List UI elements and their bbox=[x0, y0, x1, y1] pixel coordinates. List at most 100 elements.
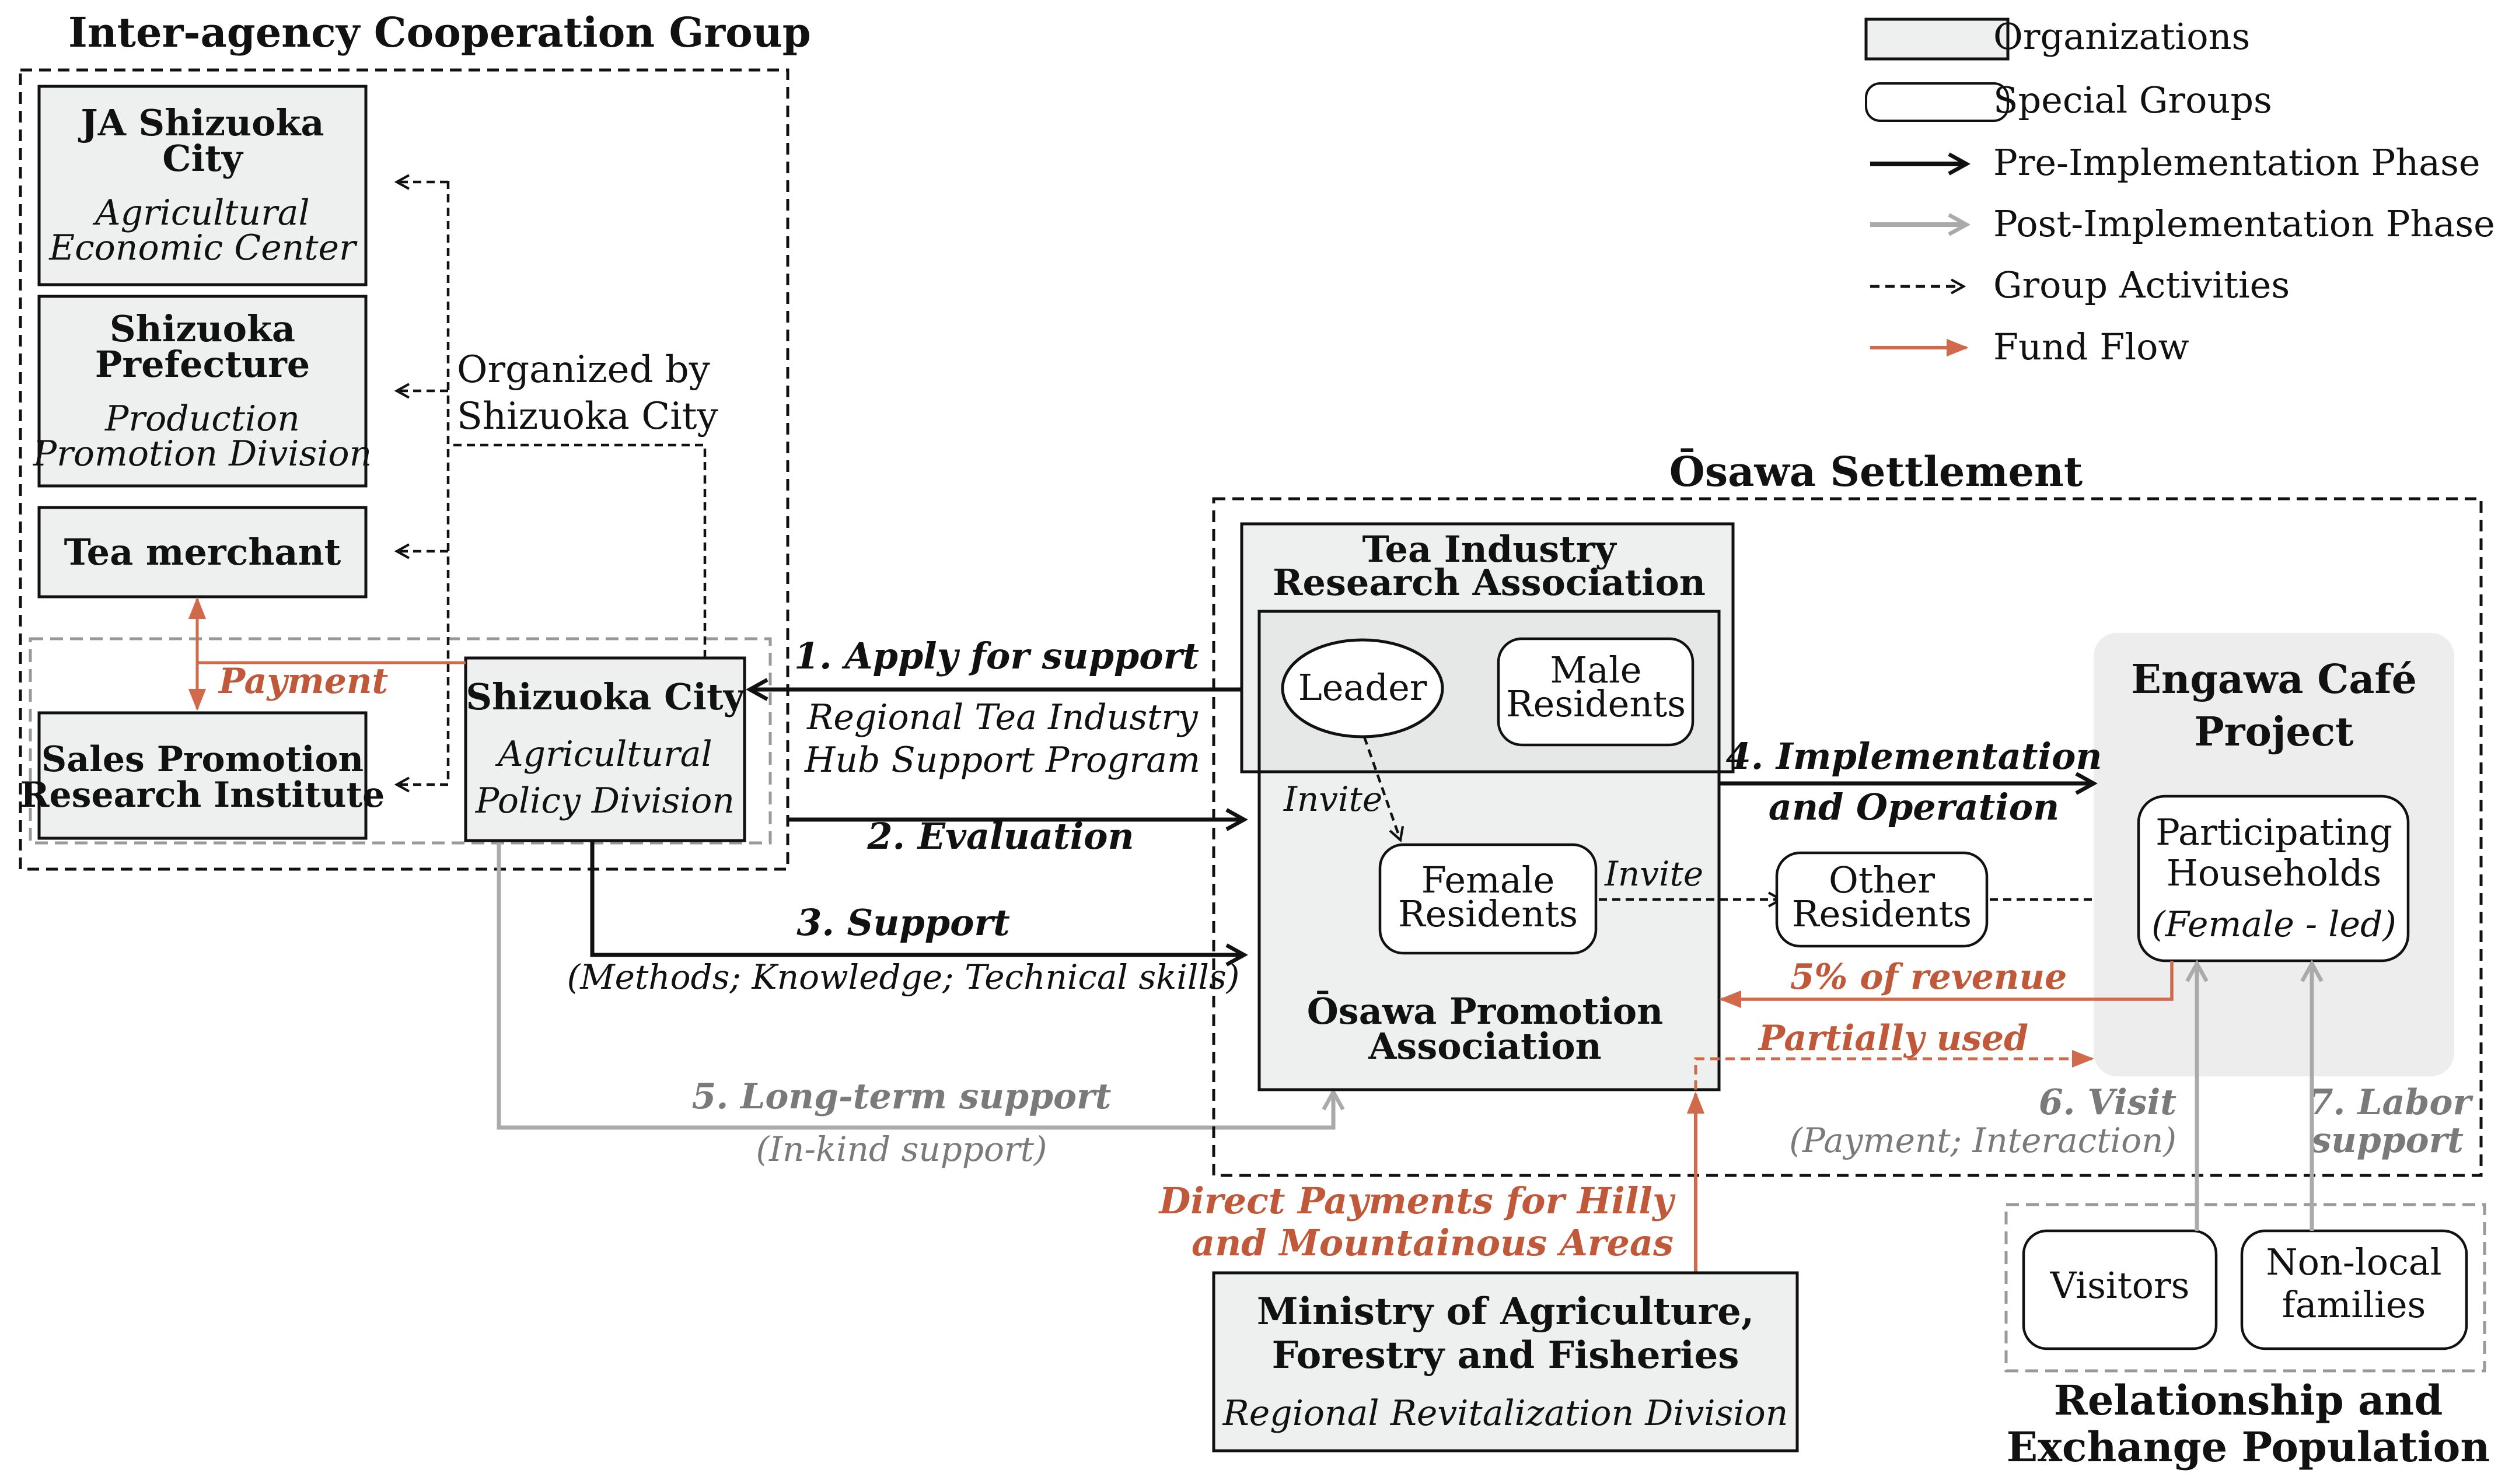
long-term-support-label: 5. Long-term support bbox=[692, 1076, 1112, 1117]
support-arrow bbox=[590, 841, 1244, 955]
shizuoka-city-name: Shizuoka City bbox=[466, 676, 745, 718]
legend-organizations-swatch bbox=[1864, 18, 2010, 61]
non-local-families-line1: Non-local bbox=[2266, 1241, 2441, 1283]
labor-support-line1: 7. Labor bbox=[2309, 1082, 2474, 1123]
opa-line2: Association bbox=[1368, 1025, 1601, 1068]
osawa-settlement-title: Ōsawa Settlement bbox=[1669, 447, 2083, 496]
apply-support-label: 1. Apply for support bbox=[794, 635, 1199, 677]
organized-connector-path bbox=[448, 443, 707, 658]
female-residents-line1: Female bbox=[1421, 859, 1555, 901]
relationship-group-border bbox=[2004, 1203, 2486, 1373]
engawa-cafe-title-line2: Project bbox=[2195, 709, 2354, 755]
payment-group-border bbox=[29, 637, 772, 845]
ministry-division: Regional Revitalization Division bbox=[1222, 1393, 1788, 1434]
participating-households-box bbox=[2137, 794, 2410, 963]
osawa-settlement-border bbox=[1212, 497, 2483, 1177]
interagency-title: Inter-agency Cooperation Group bbox=[68, 8, 811, 57]
tea-merchant-box bbox=[37, 506, 368, 598]
support-label: 3. Support bbox=[796, 901, 1010, 944]
female-invite-label: Invite bbox=[1604, 854, 1703, 894]
non-local-families-box bbox=[2240, 1229, 2468, 1350]
shizuoka-city-sub-line2: Policy Division bbox=[475, 780, 735, 821]
revenue-fund-arrow bbox=[1719, 961, 2174, 1009]
visitors-box bbox=[2022, 1229, 2218, 1350]
leader-label: Leader bbox=[1298, 666, 1427, 709]
leader-ellipse bbox=[1281, 638, 1444, 738]
shizuoka-city-sub-line1: Agricultural bbox=[495, 734, 712, 775]
relationship-title-line2: Exchange Population bbox=[2007, 1423, 2490, 1471]
legend-special-groups-swatch bbox=[1865, 82, 2009, 122]
ja-shizuoka-name-line1: JA Shizuoka bbox=[78, 102, 324, 144]
hub-program-line2: Hub Support Program bbox=[804, 740, 1200, 780]
prefecture-name-line2: Prefecture bbox=[95, 343, 310, 386]
ministry-group: Direct Payments for Hilly and Mountainou… bbox=[1158, 1091, 1799, 1452]
male-residents-line1: Male bbox=[1550, 649, 1642, 691]
direct-payments-line1: Direct Payments for Hilly bbox=[1158, 1180, 1676, 1222]
direct-payments-line2: and Mountainous Areas bbox=[1192, 1222, 1674, 1264]
opa-line1: Ōsawa Promotion bbox=[1307, 990, 1663, 1032]
participating-households-line2: Households bbox=[2167, 852, 2381, 894]
relationship-group: Visitors Non-local families Relationship… bbox=[2004, 964, 2490, 1471]
other-residents-box bbox=[1775, 851, 1989, 948]
osawa-settlement: Ōsawa Settlement Tea Industry Research A… bbox=[1212, 447, 2483, 1177]
ja-shizuoka-name-line2: City bbox=[162, 137, 244, 180]
leader-invite-label: Invite bbox=[1283, 779, 1382, 819]
tira-line2: Research Association bbox=[1273, 561, 1706, 604]
relationship-title-line1: Relationship and bbox=[2054, 1376, 2443, 1424]
organized-by-line1: Organized by bbox=[457, 348, 710, 391]
organized-by-connectors bbox=[394, 174, 707, 793]
visit-label: 6. Visit bbox=[2039, 1082, 2176, 1123]
payment-label: Payment bbox=[218, 661, 389, 702]
in-kind-support-label: (In-kind support) bbox=[756, 1129, 1047, 1169]
male-residents-box bbox=[1497, 637, 1695, 747]
ja-shizuoka-sub-line2: Economic Center bbox=[48, 228, 358, 268]
tea-merchant-label: Tea merchant bbox=[64, 531, 341, 573]
ja-shizuoka-sub-line1: Agricultural bbox=[92, 192, 309, 233]
female-residents-box bbox=[1378, 843, 1598, 955]
long-term-support-arrow bbox=[497, 843, 1333, 1130]
hub-program-line1: Regional Tea Industry bbox=[806, 697, 1199, 738]
labor-support-line2: support bbox=[2311, 1120, 2464, 1161]
tira-line1: Tea Industry bbox=[1362, 528, 1617, 570]
prefecture-name-line1: Shizuoka bbox=[110, 307, 295, 350]
visit-details: (Payment; Interaction) bbox=[1789, 1121, 2176, 1160]
prefecture-sub-line1: Production bbox=[104, 398, 300, 439]
interagency-group-border bbox=[19, 68, 789, 871]
legend: Organizations Special Groups Pre-Impleme… bbox=[1864, 15, 2495, 368]
implementation-label-line2: and Operation bbox=[1769, 786, 2059, 828]
ministry-line2: Forestry and Fisheries bbox=[1272, 1334, 1739, 1377]
prefecture-sub-line2: Promotion Division bbox=[33, 433, 372, 474]
participating-households-line3: (Female - led) bbox=[2151, 904, 2396, 945]
revenue-label: 5% of revenue bbox=[1790, 957, 2067, 998]
legend-post-phase-label: Post-Implementation Phase bbox=[1993, 202, 2495, 245]
partially-used-label: Partially used bbox=[1758, 1018, 2028, 1059]
sales-promotion-line2: Research Institute bbox=[20, 775, 385, 816]
ministry-box bbox=[1212, 1271, 1799, 1452]
engawa-cafe-title-line1: Engawa Café bbox=[2131, 656, 2417, 703]
non-local-families-line2: families bbox=[2282, 1283, 2426, 1326]
other-residents-line1: Other bbox=[1829, 859, 1935, 901]
ja-shizuoka-box bbox=[37, 85, 368, 286]
sales-promotion-line1: Sales Promotion bbox=[41, 739, 364, 780]
city-flows: 1. Apply for support Regional Tea Indust… bbox=[497, 635, 1333, 1169]
sales-promotion-box bbox=[37, 711, 368, 840]
partially-used-arrow bbox=[1694, 1049, 2094, 1090]
male-residents-line2: Residents bbox=[1506, 682, 1686, 725]
other-residents-line2: Residents bbox=[1792, 892, 1972, 935]
shizuoka-prefecture-box bbox=[37, 295, 368, 488]
evaluation-label: 2. Evaluation bbox=[867, 815, 1134, 858]
organized-by-line2: Shizuoka City bbox=[457, 395, 718, 438]
legend-group-activities-label: Group Activities bbox=[1993, 264, 2290, 306]
support-details: (Methods; Knowledge; Technical skills) bbox=[567, 957, 1240, 997]
visitors-label: Visitors bbox=[2050, 1264, 2190, 1307]
interagency-group: Inter-agency Cooperation Group JA Shizuo… bbox=[19, 8, 811, 871]
legend-pre-phase-label: Pre-Implementation Phase bbox=[1993, 141, 2480, 184]
legend-fund-flow-label: Fund Flow bbox=[1993, 326, 2189, 368]
ministry-line1: Ministry of Agriculture, bbox=[1257, 1290, 1754, 1334]
legend-organizations-label: Organizations bbox=[1993, 15, 2250, 58]
shizuoka-city-box bbox=[464, 656, 746, 842]
female-residents-line2: Residents bbox=[1398, 892, 1578, 935]
implementation-label-line1: 4. Implementation bbox=[1726, 735, 2102, 778]
participating-households-line1: Participating bbox=[2155, 811, 2392, 853]
